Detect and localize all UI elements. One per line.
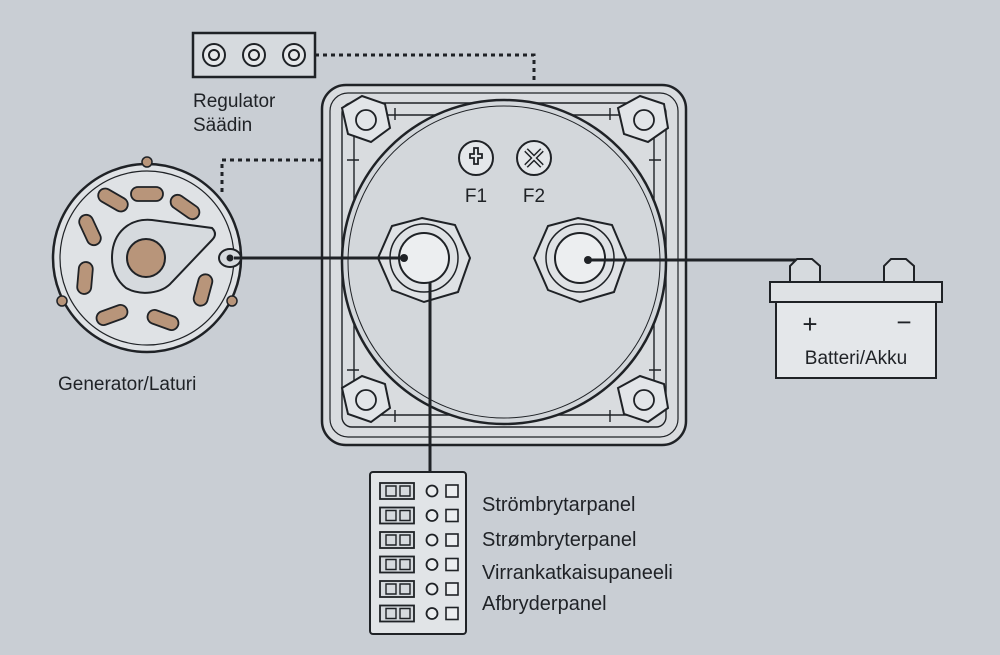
generator: Generator/Laturi xyxy=(51,156,243,395)
switch-dial xyxy=(340,98,668,426)
circuit-label-slot xyxy=(445,484,459,498)
regulator-terminal xyxy=(282,43,306,67)
breaker-lever xyxy=(385,607,411,620)
generator-vents xyxy=(76,186,214,331)
breaker-lever xyxy=(385,509,411,522)
panel-label-no: Strømbryterpanel xyxy=(482,529,637,551)
main-post-right xyxy=(532,216,628,304)
battery-plus-icon: + xyxy=(802,309,817,339)
breaker-switch xyxy=(379,482,415,500)
breaker-lever xyxy=(385,485,411,497)
regulator-terminal xyxy=(242,43,266,67)
generator-shaft xyxy=(126,238,166,278)
bolt-nut xyxy=(340,374,392,424)
indicator-led xyxy=(425,607,439,620)
wire-generator-to-f1 xyxy=(220,158,460,192)
generator-label: Generator/Laturi xyxy=(58,374,196,395)
panel-switch-row xyxy=(379,555,459,574)
indicator-led xyxy=(425,484,439,498)
field-terminal-f2: F2 xyxy=(516,140,552,207)
breaker-switch xyxy=(379,604,415,623)
battery-label: Batteri/Akku xyxy=(805,348,907,369)
regulator-terminal xyxy=(202,43,226,67)
regulator-wires xyxy=(220,53,536,192)
regulator-label: Regulator xyxy=(193,91,276,112)
main-post-left xyxy=(376,216,472,304)
panel-switch-row xyxy=(379,580,459,598)
battery-negative-post xyxy=(883,258,915,282)
panel-switch-row xyxy=(379,482,459,500)
bolt-nut xyxy=(616,374,670,424)
mount-hole xyxy=(141,156,153,168)
panel-label-sv: Strömbrytarpanel xyxy=(482,494,635,516)
panel-switch-row xyxy=(379,506,459,525)
circuit-label-slot xyxy=(445,557,459,572)
breaker-lever xyxy=(385,583,411,595)
field-terminal-f1: F1 xyxy=(458,140,494,207)
f2-label: F2 xyxy=(523,186,545,207)
indicator-led xyxy=(425,533,439,547)
wire-regulator-to-f2 xyxy=(315,53,536,142)
regulator-label-fi: Säädin xyxy=(193,115,252,136)
panel-switch-row xyxy=(379,604,459,623)
bolt-nut xyxy=(616,94,670,144)
right-stud xyxy=(554,232,606,284)
breaker-switch xyxy=(379,555,415,574)
circuit-label-slot xyxy=(445,606,459,621)
breaker-panel xyxy=(369,471,467,635)
indicator-led xyxy=(425,509,439,522)
f1-screw-icon xyxy=(469,147,483,165)
regulator: Regulator Säädin xyxy=(191,31,317,136)
breaker-switch xyxy=(379,580,415,598)
battery-minus-icon: − xyxy=(896,307,911,337)
indicator-led xyxy=(425,558,439,571)
circuit-label-slot xyxy=(445,533,459,547)
battery-positive-post xyxy=(789,258,821,282)
panel-switches xyxy=(379,482,459,623)
corner-bolts xyxy=(340,94,670,424)
battery-case xyxy=(775,301,937,379)
f1-label: F1 xyxy=(465,186,487,207)
breaker-lever xyxy=(385,534,411,546)
breaker-lever xyxy=(385,558,411,571)
power-wires xyxy=(234,256,808,485)
circuit-label-slot xyxy=(445,582,459,596)
bolt-nut xyxy=(340,94,392,144)
battery-lid xyxy=(769,281,943,303)
panel-label-da: Afbryderpanel xyxy=(482,593,607,615)
panel-switch-row xyxy=(379,531,459,549)
panel-label-fi: Virrankatkaisupaneeli xyxy=(482,562,673,584)
breaker-switch xyxy=(379,506,415,525)
regulator-terminals xyxy=(202,43,306,67)
battery: + − Batteri/Akku xyxy=(769,258,943,379)
mount-hole xyxy=(56,295,68,307)
breaker-switch xyxy=(379,531,415,549)
circuit-label-slot xyxy=(445,508,459,523)
panel-labels: Strömbrytarpanel Strømbryterpanel Virran… xyxy=(482,494,673,615)
mount-hole xyxy=(226,295,238,307)
battery-switch: F1 F2 xyxy=(320,83,688,447)
indicator-led xyxy=(425,582,439,596)
